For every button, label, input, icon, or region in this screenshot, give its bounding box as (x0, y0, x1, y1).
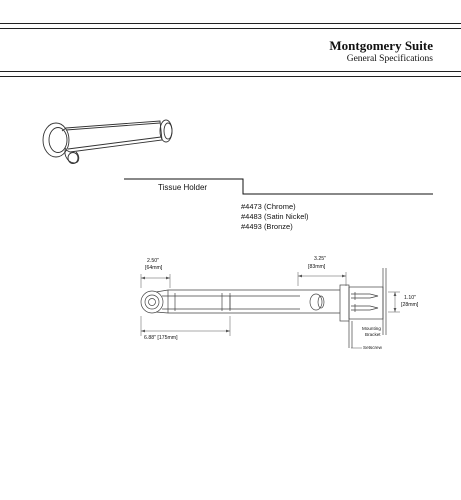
model-item-bronze: #4493 (Bronze) (241, 222, 293, 231)
model-item-chrome: #4473 (Chrome) (241, 202, 296, 211)
dim-projection-mm-label: [83mm] (308, 264, 326, 270)
dimension-lines (140, 272, 400, 349)
page-title: Montgomery Suite (329, 38, 433, 53)
mounting-bracket-label-line2: Bracket (365, 332, 381, 337)
page-subtitle: General Specifications (346, 54, 433, 64)
mounting-bracket-label-line1: Mounting (362, 326, 381, 331)
dim-height-label: 1.10" (404, 295, 416, 301)
header-rule-top-2 (0, 28, 461, 29)
dimension-arrows (141, 274, 397, 333)
tech-drawing-front (140, 268, 387, 348)
header-rule-bottom-1 (0, 71, 461, 72)
model-item-satin-nickel: #4483 (Satin Nickel) (241, 212, 309, 221)
dim-depth-label: 2.50" (147, 258, 159, 264)
tissue-holder-perspective (42, 119, 173, 164)
dim-projection-label: 3.25" (314, 256, 326, 262)
dim-length-label: 6.88" [175mm] (144, 335, 178, 341)
setscrew-label: Setscrew (363, 345, 382, 350)
product-name: Tissue Holder (158, 183, 208, 192)
dim-depth-mm-label: [64mm] (145, 265, 163, 271)
dim-height-mm-label: [28mm] (401, 302, 419, 308)
header-rule-top-1 (0, 23, 461, 24)
model-list: #4473 (Chrome) #4483 (Satin Nickel) #449… (241, 202, 309, 232)
section-step-line (124, 178, 433, 195)
header-rule-bottom-2 (0, 76, 461, 77)
